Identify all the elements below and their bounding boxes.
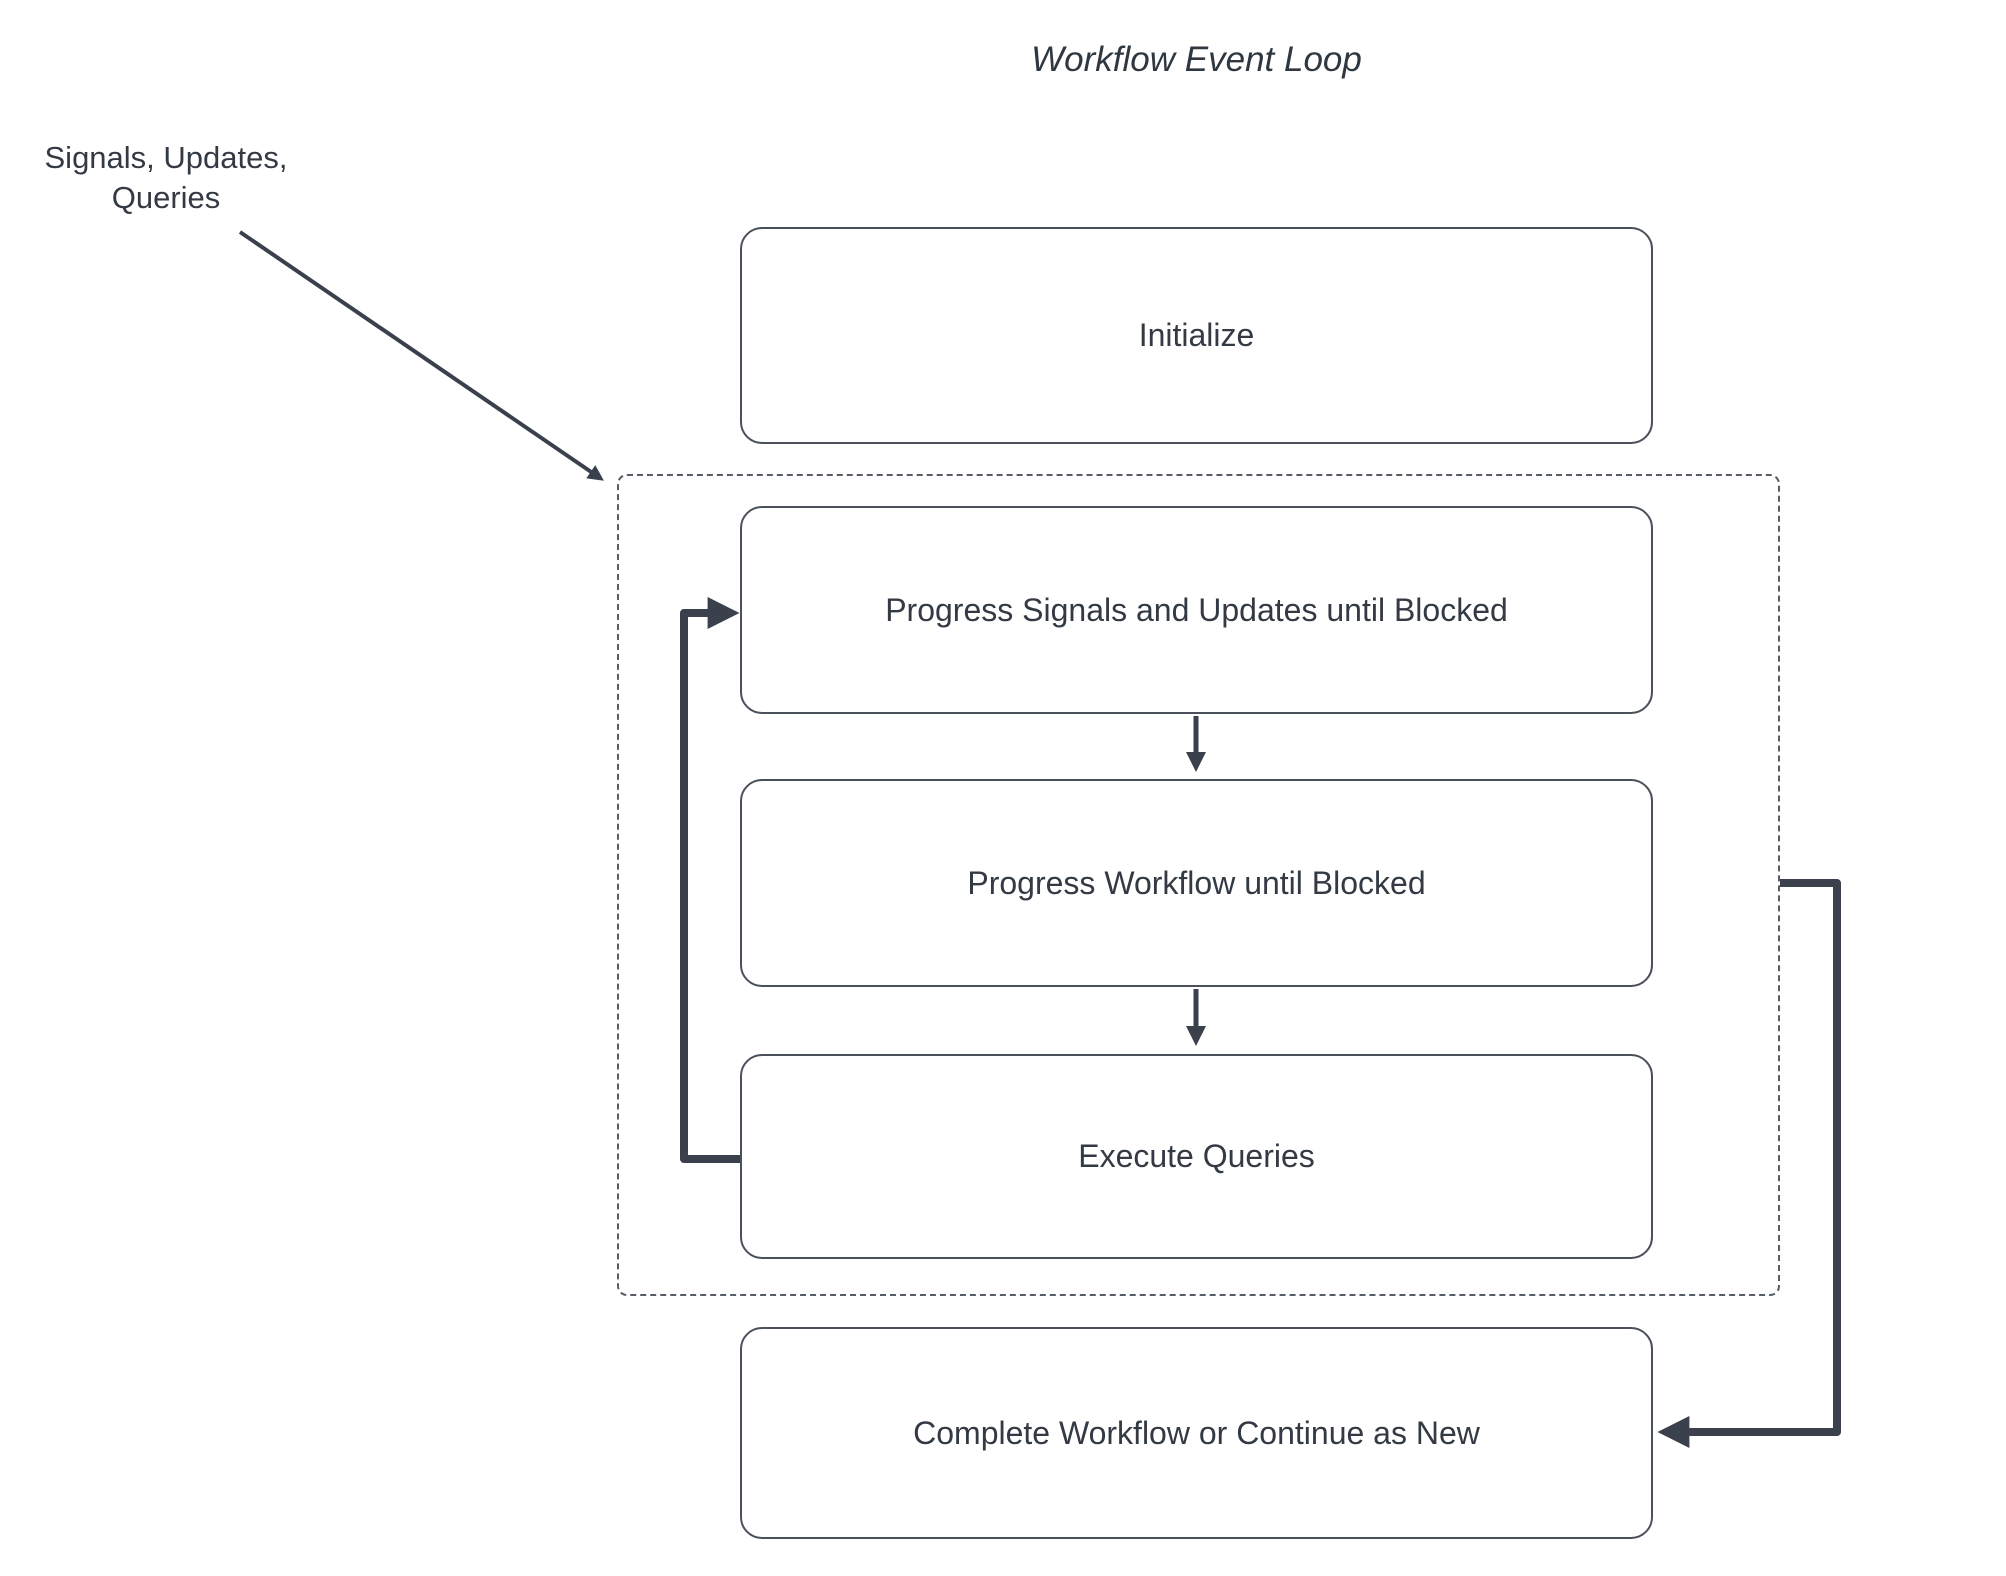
- node-complete-workflow: Complete Workflow or Continue as New: [740, 1327, 1653, 1539]
- node-execute-queries-label: Execute Queries: [1078, 1138, 1315, 1174]
- node-complete-workflow-label: Complete Workflow or Continue as New: [913, 1414, 1480, 1451]
- node-progress-workflow-label: Progress Workflow until Blocked: [967, 864, 1426, 901]
- node-execute-queries: Execute Queries: [740, 1054, 1653, 1259]
- node-progress-workflow: Progress Workflow until Blocked: [740, 779, 1653, 987]
- arrow-signals-to-loop: [238, 230, 604, 481]
- signals-updates-queries-label: Signals, Updates, Queries: [44, 140, 288, 216]
- node-progress-signals-and-updates-label: Progress Signals and Updates until Block…: [885, 591, 1508, 628]
- node-initialize-label: Initialize: [1138, 317, 1255, 353]
- node-initialize: Initialize: [740, 227, 1653, 444]
- diagram-title: Workflow Event Loop: [1031, 40, 1362, 79]
- node-progress-signals-and-updates: Progress Signals and Updates until Block…: [740, 506, 1653, 714]
